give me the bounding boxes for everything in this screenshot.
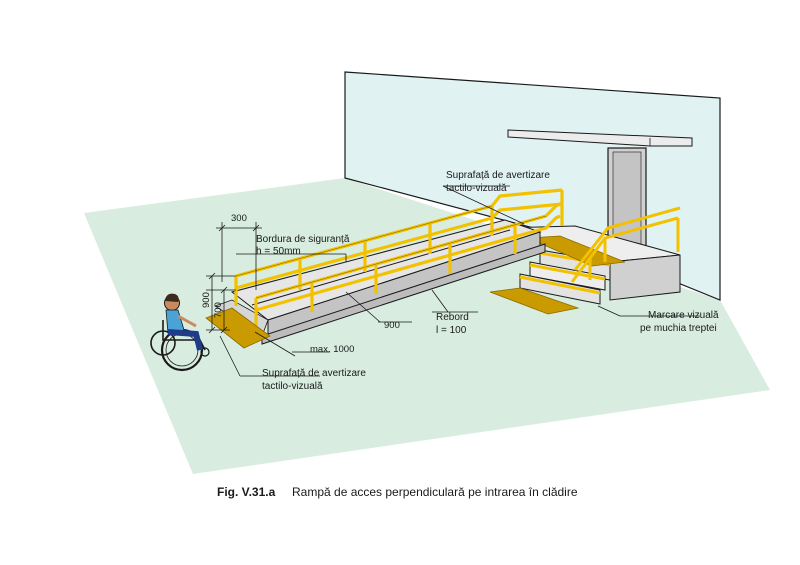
dim-900-vertical: 900 xyxy=(201,292,212,308)
ground-plane xyxy=(84,178,770,474)
stair-handrail xyxy=(570,206,681,283)
tactile-surface-landing xyxy=(527,235,626,267)
tactile-surface-stairs xyxy=(489,287,580,315)
label-rebord-l2: l = 100 xyxy=(436,325,467,336)
label-top-surface-l2: tactilo-vizuală xyxy=(446,183,507,194)
label-rebord-l1: Rebord xyxy=(436,312,469,323)
label-border-l2: h = 50mm xyxy=(256,246,301,257)
label-marking-l1: Marcare vizuală xyxy=(648,310,719,321)
label-bottom-surface-l1: Suprafață de avertizare xyxy=(262,368,366,379)
safety-border xyxy=(251,229,511,306)
label-bottom-surface-l2: tactilo-vizuală xyxy=(262,381,323,392)
label-top-surface-l1: Suprafață de avertizare xyxy=(446,170,550,181)
figure-number: Fig. V.31.a xyxy=(217,485,276,499)
dim-700: 700 xyxy=(213,302,224,318)
ramp-curb xyxy=(261,243,546,345)
figure-caption: Rampă de acces perpendiculară pe intrare… xyxy=(292,485,578,499)
dim-300: 300 xyxy=(231,213,247,224)
dim-max-1000: max. 1000 xyxy=(310,344,354,355)
tactile-surface-bottom xyxy=(205,307,271,349)
dim-900-width: 900 xyxy=(384,320,400,331)
wheelchair-user xyxy=(150,293,210,372)
label-marking-l2: pe muchia treptei xyxy=(640,323,717,334)
entrance-canopy xyxy=(507,129,693,147)
dimension-lines xyxy=(206,185,700,377)
entrance-stairs xyxy=(519,249,611,305)
ramp-handrail-near xyxy=(254,202,561,330)
label-border-l1: Bordura de siguranță xyxy=(256,234,350,245)
